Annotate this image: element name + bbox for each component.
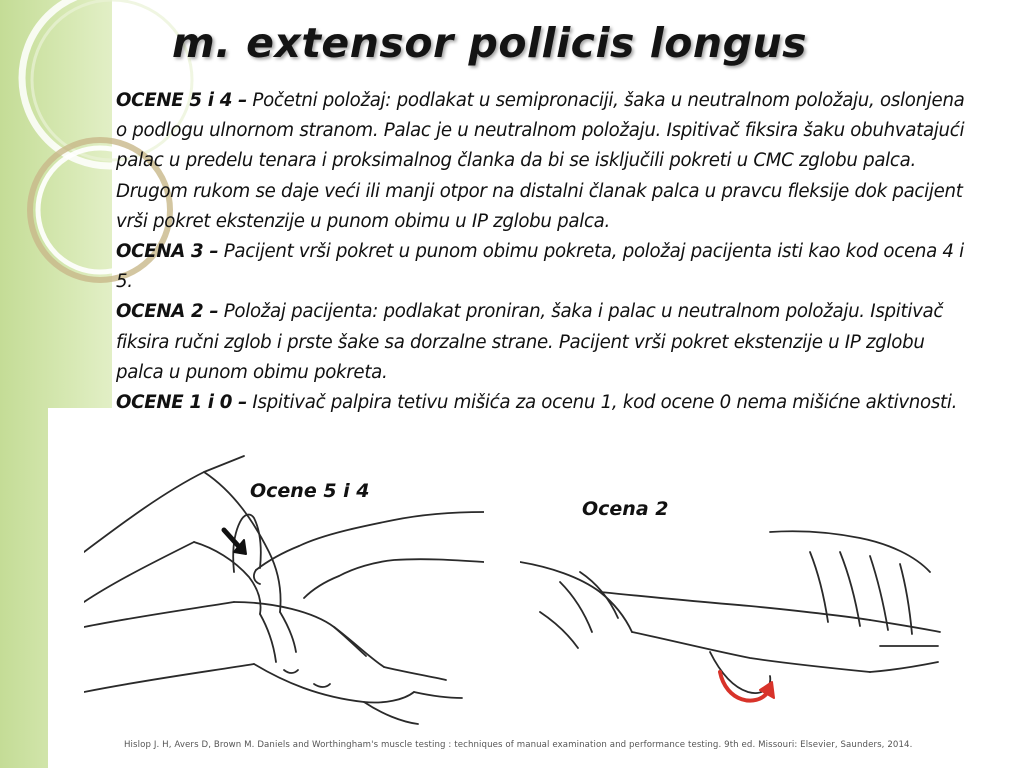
grade-heading: OCENA 2 – <box>116 301 219 323</box>
paragraph-text: Početni položaj: podlakat u semipronacij… <box>116 90 965 232</box>
illustration-panel <box>48 408 1024 768</box>
description-text: OCENE 5 i 4 – Početni položaj: podlakat … <box>116 86 968 418</box>
grade-heading: OCENE 5 i 4 – <box>116 90 247 111</box>
grade-heading: OCENA 3 – <box>116 241 219 263</box>
paragraph-text: Položaj pacijenta: podlakat proniran, ša… <box>116 301 944 383</box>
decorative-side-band <box>0 0 112 768</box>
hands-grade-2-illustration <box>520 530 941 703</box>
slide-title: m. extensor pollicis longus <box>172 19 808 67</box>
paragraph-grades-5-4: OCENE 5 i 4 – Početni položaj: podlakat … <box>116 86 968 237</box>
paragraph-grades-1-0: OCENE 1 i 0 – Ispitivač palpira tetivu m… <box>116 388 968 418</box>
grade-heading: OCENE 1 i 0 – <box>116 392 247 414</box>
figure-caption-grades-5-4: Ocene 5 i 4 <box>250 480 370 502</box>
hands-grade-5-4-illustration <box>84 455 484 725</box>
paragraph-grade-2: OCENA 2 – Položaj pacijenta: podlakat pr… <box>116 297 968 388</box>
paragraph-grade-3: OCENA 3 – Pacijent vrši pokret u punom o… <box>116 237 968 297</box>
decorative-rings <box>18 0 200 283</box>
reference-footnote: Hislop J. H, Avers D, Brown M. Daniels a… <box>124 740 913 750</box>
figure-caption-grade-2: Ocena 2 <box>582 498 669 520</box>
paragraph-text: Pacijent vrši pokret u punom obimu pokre… <box>116 241 964 293</box>
paragraph-text: Ispitivač palpira tetivu mišića za ocenu… <box>246 392 958 414</box>
